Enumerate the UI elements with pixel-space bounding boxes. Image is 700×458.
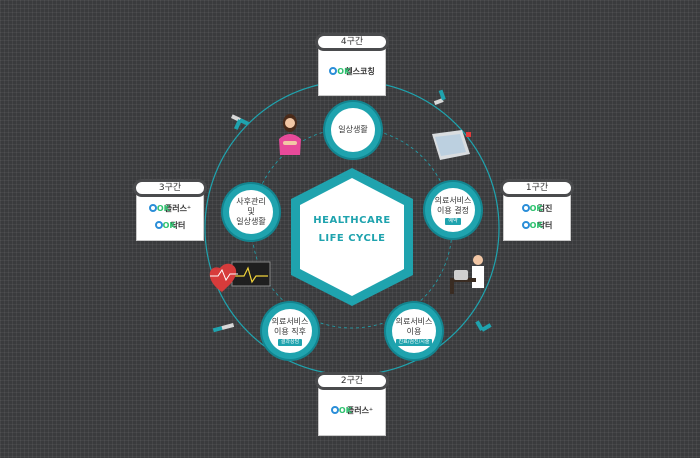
zone-1-brand-checkup: OK 검진 bbox=[504, 203, 570, 214]
node-aftercare: 사후관리 및 일상생활 bbox=[229, 190, 273, 234]
node-usage-tag: 진료/검진/시술 bbox=[395, 338, 433, 346]
center-title-line1: HEALTHCARE bbox=[313, 215, 391, 226]
node-after-line2: 이용 직후 bbox=[274, 326, 306, 336]
zone-1-brand-checkup-name: 검진 bbox=[537, 204, 553, 213]
node-decision-tag: 예약 bbox=[445, 217, 461, 225]
node-usage-line2: 이용 bbox=[406, 326, 422, 336]
ok-logo-icon: OK bbox=[521, 220, 543, 231]
ok-logo-icon: OK bbox=[329, 66, 350, 77]
node-service-decision: 의료서비스 이용 결정 예약 bbox=[431, 188, 475, 232]
node-aftercare-line1: 사후관리 bbox=[236, 197, 266, 206]
propeller-icon bbox=[230, 114, 250, 130]
zone-1-card: 1구간 OK 검진 OK 닥터 bbox=[500, 179, 574, 241]
zone-3-card: 3구간 OK 플러스⁺ OK 닥터 bbox=[133, 179, 207, 241]
propeller-icon bbox=[433, 89, 446, 105]
propeller-icon bbox=[475, 320, 492, 332]
zone-2-card: 2구간 OK 플러스⁺ bbox=[315, 372, 389, 436]
zone-2-brand-plus-name: 플러스⁺ bbox=[346, 406, 374, 415]
center-title-line2: LIFE CYCLE bbox=[318, 233, 386, 244]
node-usage-line1: 의료서비스 bbox=[395, 316, 433, 326]
ok-logo-icon: OK bbox=[154, 220, 176, 231]
node-service-usage: 의료서비스 이용 진료/검진/시술 bbox=[392, 309, 436, 353]
zone-4-label: 4구간 bbox=[315, 33, 389, 51]
center-hexagon bbox=[291, 168, 413, 306]
node-decision-line1: 의료서비스 bbox=[434, 195, 472, 205]
zone-1-label: 1구간 bbox=[500, 179, 574, 197]
ok-logo-icon: OK bbox=[148, 203, 170, 214]
propeller-icon bbox=[212, 322, 235, 333]
node-after-line1: 의료서비스 bbox=[271, 316, 309, 326]
zone-3-brand-doctor: OK 닥터 bbox=[137, 220, 203, 231]
center-title: HEALTHCARE LIFE CYCLE bbox=[306, 212, 398, 248]
zone-1-brand-doctor-name: 닥터 bbox=[537, 221, 553, 230]
zone-3-label: 3구간 bbox=[133, 179, 207, 197]
node-daily-life: 일상생활 bbox=[331, 108, 375, 152]
hospital-building-icon bbox=[432, 130, 471, 160]
doctor-desk-icon bbox=[450, 255, 484, 294]
zone-2-brand-plus: OK 플러스⁺ bbox=[319, 405, 385, 416]
ok-logo-icon: OK bbox=[330, 405, 352, 416]
zone-3-brand-plus: OK 플러스⁺ bbox=[137, 203, 203, 214]
zone-1-brand-doctor: OK 닥터 bbox=[504, 220, 570, 231]
woman-doctor-icon bbox=[279, 114, 301, 155]
heart-monitor-icon bbox=[209, 261, 271, 292]
node-aftercare-line2: 및 bbox=[247, 207, 255, 216]
zone-2-label: 2구간 bbox=[315, 372, 389, 390]
node-decision-line2: 이용 결정 bbox=[437, 205, 469, 215]
node-daily-life-text: 일상생활 bbox=[338, 125, 368, 134]
node-after-tag: 결과상담 bbox=[277, 338, 303, 346]
ok-logo-icon: OK bbox=[521, 203, 543, 214]
zone-3-brand-doctor-name: 닥터 bbox=[170, 221, 186, 230]
zone-4-card: 4구간 OK 헬스코칭 bbox=[315, 33, 389, 96]
zone-3-brand-plus-name: 플러스⁺ bbox=[164, 204, 192, 213]
zone-4-brand-health-coaching: OK 헬스코칭 bbox=[319, 66, 385, 77]
node-aftercare-line3: 일상생활 bbox=[236, 217, 266, 226]
node-after-service: 의료서비스 이용 직후 결과상담 bbox=[268, 309, 312, 353]
zone-4-brand-name: 헬스코칭 bbox=[345, 67, 375, 76]
